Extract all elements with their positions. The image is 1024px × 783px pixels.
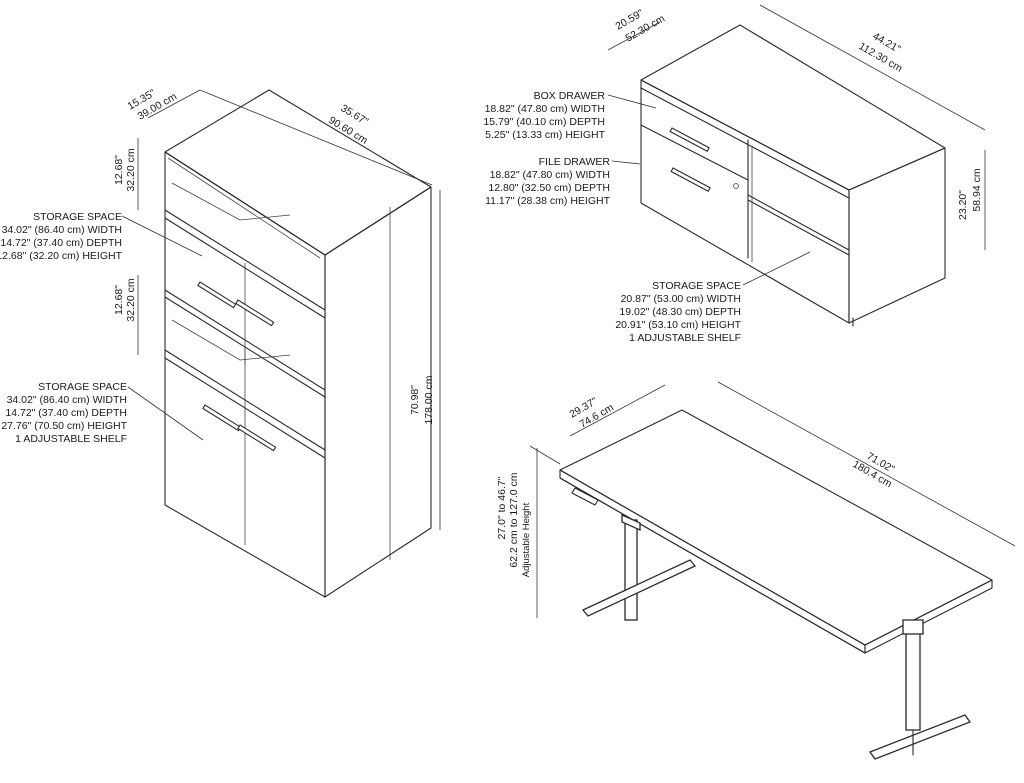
storage-upper-line-1: 34.02" (86.40 cm) WIDTH [2,224,122,236]
bookcase-height-cm: 178.00 cm [423,375,435,424]
storage-lower-line-4: 1 ADJUSTABLE SHELF [15,433,127,445]
credenza-storage-callout: STORAGE SPACE 20.87" (53.00 cm) WIDTH 19… [615,251,811,344]
desk-depth-dims: 29.37" 74.6 cm [568,395,617,431]
storage-upper-title: STORAGE SPACE [33,211,122,223]
file-drawer-title: FILE DRAWER [539,156,611,168]
bookcase-height-inches: 70.98" [409,385,421,415]
bookcase-shelf-gap-top: 12.68" 32.20 cm [113,148,137,191]
file-drawer-line-2: 12.80" (32.50 cm) DEPTH [488,182,610,194]
credenza-storage-line-1: 20.87" (53.00 cm) WIDTH [621,293,741,305]
credenza-drawing [640,24,946,327]
bookcase-storage-lower-callout: STORAGE SPACE 34.02" (86.40 cm) WIDTH 14… [1,381,204,445]
desk-dimension-lines [529,381,1016,618]
box-drawer-line-2: 15.79" (40.10 cm) DEPTH [483,116,605,128]
shelf-gap-mid-cm: 32.20 cm [125,278,137,321]
file-drawer-line-3: 11.17" (28.38 cm) HEIGHT [485,195,610,207]
bookcase-dimension-lines [137,89,441,530]
credenza-box-drawer-callout: BOX DRAWER 18.82" (47.80 cm) WIDTH 15.79… [483,90,657,141]
box-drawer-line-1: 18.82" (47.80 cm) WIDTH [485,103,605,115]
storage-lower-title: STORAGE SPACE [38,381,127,393]
box-drawer-title: BOX DRAWER [534,90,606,102]
storage-upper-line-2: 14.72" (37.40 cm) DEPTH [0,237,122,249]
credenza-file-drawer-callout: FILE DRAWER 18.82" (47.80 cm) WIDTH 12.8… [485,156,641,207]
bookcase-storage-upper-callout: STORAGE SPACE 34.02" (86.40 cm) WIDTH 14… [0,211,203,262]
credenza-dimension-lines [607,4,986,250]
bookcase-shelf-gap-mid: 12.68" 32.20 cm [113,278,137,321]
storage-lower-line-3: 27.76" (70.50 cm) HEIGHT [1,420,127,432]
bookcase-height-dims: 70.98" 178.00 cm [409,375,435,424]
credenza-storage-line-2: 19.02" (48.30 cm) DEPTH [619,306,741,318]
credenza-height-dims: 23.20" 58.94 cm [957,168,983,220]
shelf-gap-top-cm: 32.20 cm [125,148,137,191]
credenza-height-inches: 23.20" [957,190,969,220]
desk-height-range-inches: 27.0" to 46.7" [496,476,508,539]
desk-height-caption: Adjustable Height [521,502,532,577]
storage-lower-line-1: 34.02" (86.40 cm) WIDTH [7,394,127,406]
credenza-top-dims: 20.59" 52.30 cm 44.21" 112.30 cm [614,7,905,75]
shelf-gap-top-inches: 12.68" [113,155,125,185]
credenza-storage-title: STORAGE SPACE [652,280,741,292]
desk-height-dims: 27.0" to 46.7" 62.2 cm to 127.0 cm Adjus… [496,472,532,577]
storage-upper-line-3: 12.68" (32.20 cm) HEIGHT [0,250,123,262]
credenza-height-cm: 58.94 cm [971,168,983,211]
credenza-storage-line-3: 20.91" (53.10 cm) HEIGHT [615,319,741,331]
desk-height-range-cm: 62.2 cm to 127.0 cm [508,472,520,567]
storage-lower-line-2: 14.72" (37.40 cm) DEPTH [5,407,127,419]
bookcase-drawing [164,89,432,598]
bookcase-top-dims: 15.35" 39.00 cm 35.67" 90.60 cm [126,87,371,147]
desk-drawing [559,409,993,760]
shelf-gap-mid-inches: 12.68" [113,285,125,315]
credenza-storage-line-4: 1 ADJUSTABLE SHELF [629,332,741,344]
desk-width-dims: 71.02" 180.4 cm [851,450,897,490]
box-drawer-line-3: 5.25" (13.33 cm) HEIGHT [485,129,605,141]
file-drawer-line-1: 18.82" (47.80 cm) WIDTH [490,169,610,181]
